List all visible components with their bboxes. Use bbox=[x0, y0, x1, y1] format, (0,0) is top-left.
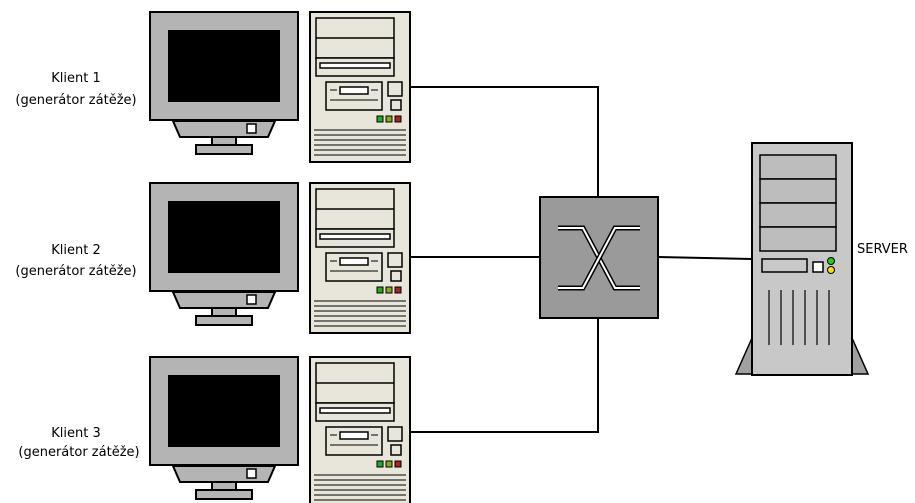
server-label: SERVER bbox=[857, 242, 908, 257]
client-1 bbox=[149, 11, 411, 163]
client-1-role: (generátor zátěže) bbox=[15, 93, 136, 108]
network-links bbox=[410, 86, 753, 433]
desktop-tower-icon bbox=[309, 11, 411, 163]
client-3-role: (generátor zátěže) bbox=[18, 445, 139, 460]
desktop-tower-icon bbox=[309, 356, 411, 503]
network-switch-icon bbox=[539, 196, 659, 319]
server-tower-icon bbox=[734, 142, 870, 376]
link-server bbox=[657, 256, 753, 260]
client-1-name: Klient 1 bbox=[51, 71, 101, 86]
crt-monitor-icon bbox=[149, 356, 299, 500]
link-client-1 bbox=[410, 86, 599, 197]
client-3-name: Klient 3 bbox=[51, 426, 101, 441]
desktop-tower-icon bbox=[309, 182, 411, 334]
client-2 bbox=[149, 182, 411, 334]
link-client-3 bbox=[410, 318, 599, 433]
client-3 bbox=[149, 356, 411, 503]
client-2-role: (generátor zátěže) bbox=[15, 264, 136, 279]
client-2-name: Klient 2 bbox=[51, 243, 101, 258]
crt-monitor-icon bbox=[149, 182, 299, 326]
crt-monitor-icon bbox=[149, 11, 299, 155]
